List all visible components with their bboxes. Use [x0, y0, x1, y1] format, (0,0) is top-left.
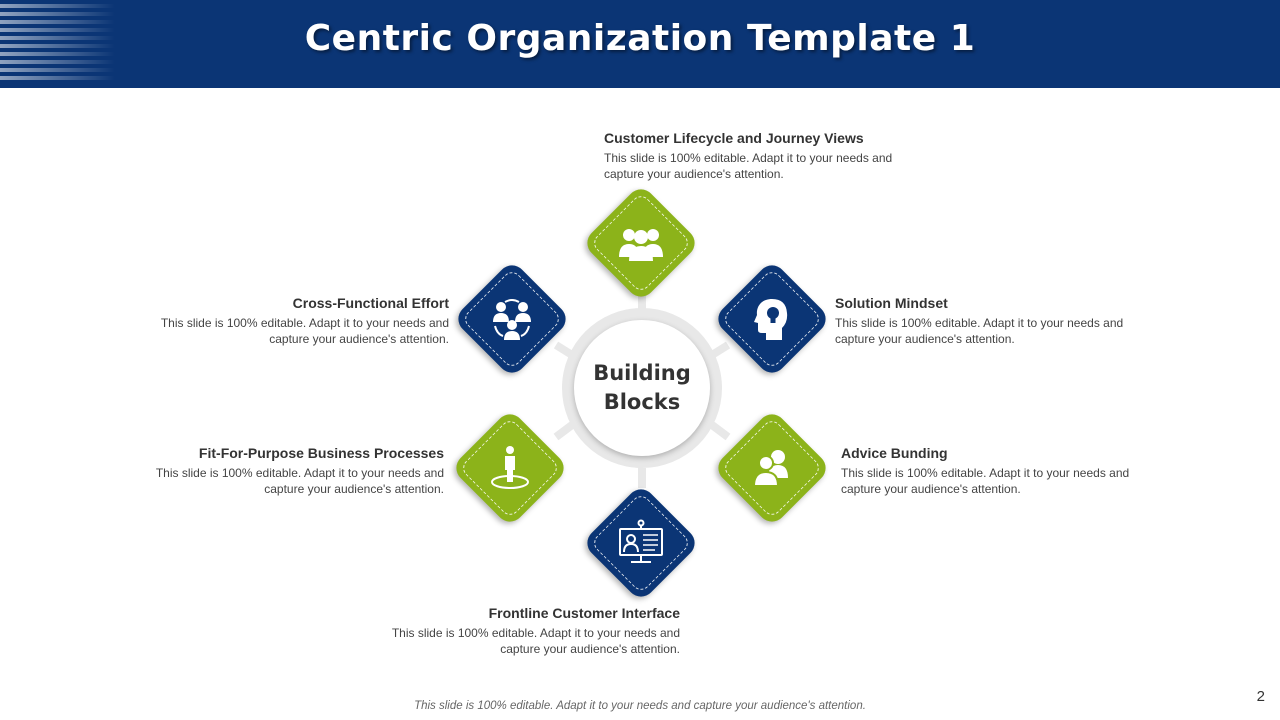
slide-title: Centric Organization Template 1 [304, 18, 976, 59]
item-solution-mindset: Solution Mindset This slide is 100% edit… [835, 295, 1165, 347]
item-title: Solution Mindset [835, 295, 948, 311]
item-title: Cross-Functional Effort [292, 295, 449, 311]
item-cross-functional: Cross-Functional Effort This slide is 10… [119, 295, 449, 347]
item-customer-lifecycle: Customer Lifecycle and Journey Views Thi… [604, 130, 934, 182]
header-bar: Centric Organization Template 1 [0, 0, 1280, 88]
header-stripes-decoration [0, 0, 115, 88]
item-title: Customer Lifecycle and Journey Views [604, 130, 864, 146]
group-icon [616, 218, 666, 268]
item-description: This slide is 100% editable. Adapt it to… [391, 626, 680, 656]
building-blocks-hub: Building Blocks [574, 320, 710, 456]
hub-label: Building Blocks [593, 361, 691, 414]
item-description: This slide is 100% editable. Adapt it to… [841, 466, 1130, 496]
page-number: 2 [1256, 688, 1265, 705]
item-advice-bunding: Advice Bunding This slide is 100% editab… [841, 445, 1171, 497]
item-description: This slide is 100% editable. Adapt it to… [160, 316, 449, 346]
person-target-icon [485, 443, 535, 493]
item-title: Advice Bunding [841, 445, 948, 461]
head-bulb-icon [747, 294, 797, 344]
item-fit-for-purpose: Fit-For-Purpose Business Processes This … [114, 445, 444, 497]
team-network-icon [487, 294, 537, 344]
item-frontline-interface: Frontline Customer Interface This slide … [350, 605, 680, 657]
two-users-icon [747, 443, 797, 493]
item-title: Frontline Customer Interface [488, 605, 680, 621]
item-description: This slide is 100% editable. Adapt it to… [155, 466, 444, 496]
monitor-support-icon [616, 518, 666, 568]
item-description: This slide is 100% editable. Adapt it to… [604, 151, 893, 181]
footer-note: This slide is 100% editable. Adapt it to… [414, 700, 866, 712]
item-title: Fit-For-Purpose Business Processes [198, 445, 444, 461]
item-description: This slide is 100% editable. Adapt it to… [835, 316, 1124, 346]
